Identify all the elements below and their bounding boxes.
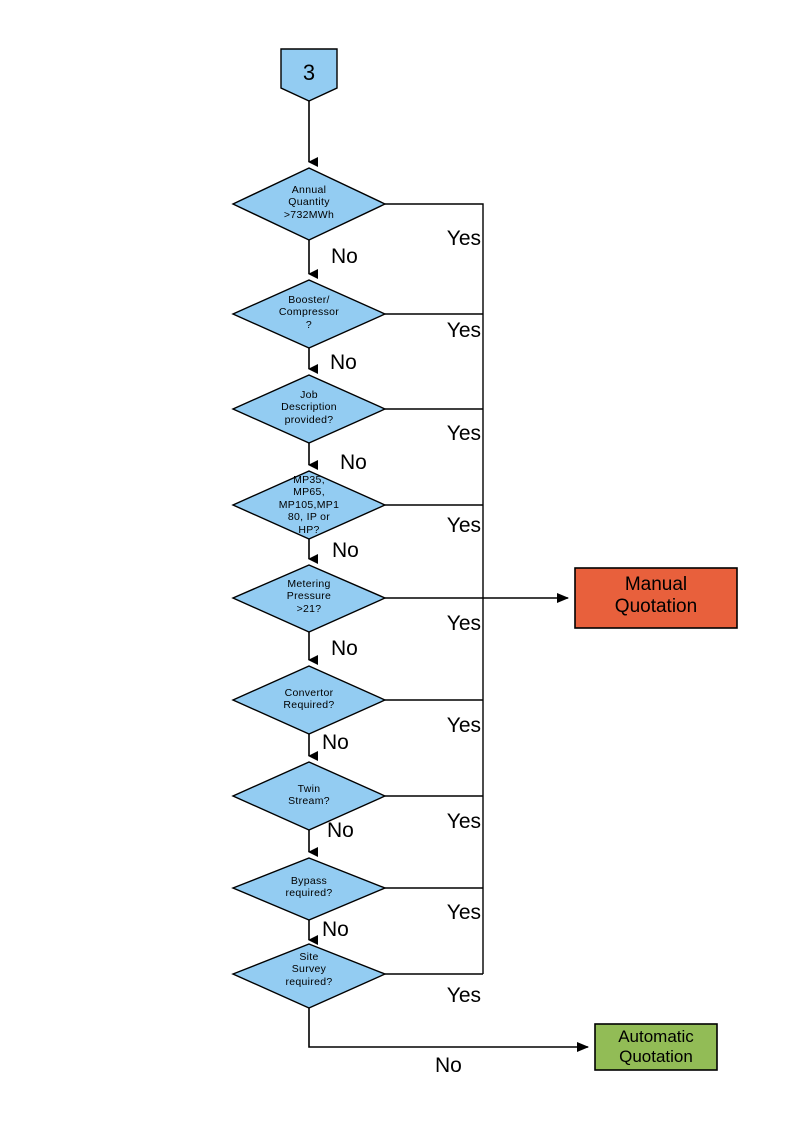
decision-site-survey-shape — [231, 943, 387, 1009]
terminal-automatic-quotation-shape — [594, 1023, 718, 1071]
decision-twin-stream-shape — [231, 761, 387, 831]
decision-convertor-shape — [231, 665, 387, 735]
decision-booster-compressor-shape — [231, 279, 387, 349]
edge-label-yes-pressure-tier: Yes — [446, 514, 481, 537]
decision-annual-quantity-shape — [231, 167, 387, 241]
decision-bypass-shape — [231, 857, 387, 921]
edge-label-no-site-survey: No — [435, 1054, 462, 1077]
edge-label-yes-metering-pressure: Yes — [446, 612, 481, 635]
edge-no-to-automatic-quotation — [308, 1008, 589, 1052]
edge-label-no-metering-pressure: No — [331, 637, 358, 660]
edge-label-yes-site-survey: Yes — [446, 984, 481, 1007]
edge-label-no-bypass: No — [322, 918, 349, 941]
start-connector-shape — [280, 48, 338, 102]
edge-label-yes-twin-stream: Yes — [446, 810, 481, 833]
edge-label-yes-convertor: Yes — [446, 714, 481, 737]
decision-job-description-shape — [231, 374, 387, 444]
edge-label-yes-annual-quantity: Yes — [446, 227, 481, 250]
edge-label-no-booster-compressor: No — [330, 351, 357, 374]
edge-label-no-pressure-tier: No — [332, 539, 359, 562]
edge-label-no-annual-quantity: No — [331, 245, 358, 268]
edge-label-no-convertor: No — [322, 731, 349, 754]
edge-yes-annual-quantity — [385, 203, 484, 598]
decision-pressure-tier-shape — [231, 470, 387, 540]
edge-label-yes-booster-compressor: Yes — [446, 319, 481, 342]
terminal-manual-quotation-shape — [574, 567, 738, 629]
edge-label-yes-bypass: Yes — [446, 901, 481, 924]
edge-label-yes-job-description: Yes — [446, 422, 481, 445]
edge-label-no-job-description: No — [340, 451, 367, 474]
edge-label-no-twin-stream: No — [327, 819, 354, 842]
decision-metering-pressure-shape — [231, 564, 387, 633]
